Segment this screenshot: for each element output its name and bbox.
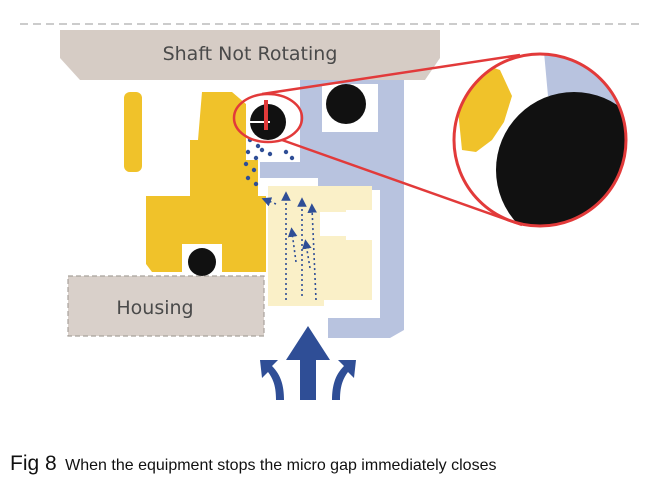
zoom-frame <box>452 52 628 228</box>
figure-number: Fig 8 <box>10 452 57 475</box>
shaft <box>60 30 440 80</box>
drop-arrows <box>261 191 318 301</box>
zoom-line-bottom <box>281 138 523 227</box>
fluid-dots <box>243 137 295 187</box>
fluid-inner-notch <box>320 212 350 236</box>
face-contact <box>264 100 268 130</box>
rotor-part <box>146 92 266 272</box>
fluid-zone <box>268 186 372 306</box>
housing-label: Housing <box>116 297 193 319</box>
zoom-line-top <box>261 53 521 96</box>
zoom-detail <box>454 54 626 226</box>
flow-arrow-icon <box>260 326 356 400</box>
oring-stator <box>326 84 366 124</box>
stator-part <box>260 80 404 338</box>
shaft-label: Shaft Not Rotating <box>163 43 338 65</box>
oring-housing <box>188 248 216 276</box>
rotor-lip <box>124 92 142 172</box>
figure-caption: Fig 8 When the equipment stops the micro… <box>10 452 650 476</box>
seal-diagram: Shaft Not Rotating Housing <box>20 23 640 400</box>
housing <box>67 275 265 337</box>
figure-caption-text: When the equipment stops the micro gap i… <box>65 457 497 474</box>
